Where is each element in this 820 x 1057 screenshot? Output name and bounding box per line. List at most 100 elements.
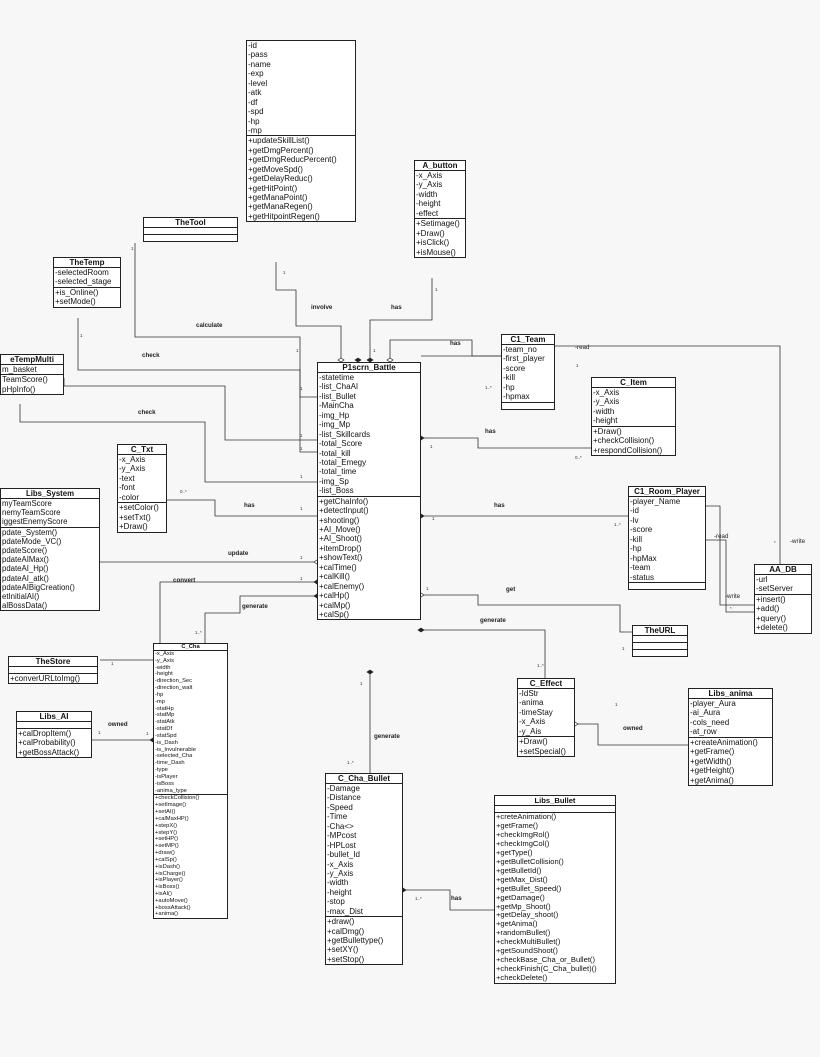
multiplicity-marker: 1..* [485, 385, 492, 390]
multiplicity-marker: 0..* [575, 455, 582, 460]
method: +creteAnimation() [496, 813, 557, 821]
attribute: -direction_walt [155, 685, 193, 692]
method: +setMP() [155, 843, 179, 850]
method: +Draw() [119, 522, 148, 532]
attribute: -statDf [155, 726, 173, 733]
method: alBossData() [2, 601, 48, 611]
attribute: -text [119, 473, 135, 483]
method: +AI_Shoot() [319, 534, 362, 544]
multiplicity-marker: * [774, 540, 776, 545]
method: pdateAI_Hp() [2, 564, 49, 574]
methods-compartment: +checkCollision()+setImage()+setAI()+cal… [154, 795, 227, 918]
relationship-label-generate2: generate [480, 617, 506, 624]
attribute: -mp [155, 698, 165, 705]
method: pdate_System() [2, 527, 58, 537]
methods-compartment: +is_Online()+setMode() [54, 288, 120, 307]
multiplicity-marker: 1 [300, 446, 303, 451]
attribute: -score [630, 525, 653, 535]
attribute: -time_Dash [155, 760, 185, 767]
class-name: Libs_AI [17, 712, 91, 722]
method: +randomBullet() [496, 929, 551, 938]
method: +getManaRegen() [248, 202, 313, 212]
room-db-line-2 [706, 539, 754, 613]
method: +getFrame() [496, 821, 538, 830]
relationship-label-write2: -write [725, 593, 741, 600]
attribute: -is_Dash [155, 739, 178, 746]
method: +isCharge() [155, 870, 186, 877]
attribute: -HPLost [327, 840, 356, 850]
method: +getBulletId() [496, 866, 542, 875]
method: +autoMove() [155, 897, 188, 904]
multiplicity-marker: 1 [430, 444, 433, 449]
method: +getBossAttack() [18, 747, 80, 757]
class-c-effect: C_Effect-IdStr-anima-timeStay-x_Axis-y_A… [517, 678, 575, 758]
relationship-label-convert: convert [173, 577, 196, 584]
method: +setAI() [155, 809, 176, 816]
multiplicity-marker: 1 [300, 474, 303, 479]
empty-compartment [629, 583, 705, 589]
attributes-compartment: -x_Axis-y_Axis-text-font-color [118, 455, 166, 504]
attribute: -player_Aura [690, 699, 736, 708]
method: +is_Online() [55, 287, 99, 297]
method: +getAnima() [496, 920, 538, 929]
attribute: -player_Name [630, 497, 681, 506]
relationship-label-read1: -read [575, 344, 590, 351]
multiplicity-marker: 1 [615, 702, 618, 707]
attribute: -color [119, 492, 140, 502]
empty-compartment [633, 636, 687, 642]
attribute: -y_Axis [119, 464, 146, 474]
attributes-compartment: -selectedRoom-selected_stage [54, 268, 120, 288]
relationship-label-check1: check [142, 352, 160, 359]
attribute: -kill [503, 373, 515, 383]
methods-compartment [502, 403, 554, 409]
methods-compartment: +updateSkillList()+getDmgPercent()+getDm… [247, 136, 355, 221]
attributes-compartment [9, 667, 97, 674]
attribute: -list_Bullet [319, 391, 356, 401]
method: +shooting() [319, 515, 360, 525]
method: +isBoss() [155, 884, 180, 891]
attributes-compartment [495, 806, 615, 813]
attribute: -bullet_Id [327, 850, 360, 860]
attribute: nemyTeamScore [2, 508, 61, 518]
multiplicity-marker: 1..* [500, 897, 507, 902]
association-end-diamond [366, 669, 374, 675]
method: +calHp() [319, 591, 350, 601]
methods-compartment: +getChaInfo()+detectInput()+shooting()+A… [318, 497, 420, 620]
attribute: -type [155, 767, 168, 774]
room-db-line [706, 505, 754, 606]
method: +setMode() [55, 297, 96, 307]
class-name: C1_Team [502, 335, 554, 345]
attribute: -y_Axis [327, 868, 354, 878]
class-name: C_Cha [154, 644, 227, 651]
methods-compartment: +createAnimation()+getFrame()+getWidth()… [689, 738, 772, 785]
attribute: -img_Mp [319, 420, 351, 430]
method: +isMouse() [416, 247, 456, 257]
method: +getMp_Shoot() [496, 902, 551, 911]
multiplicity-marker: 1 [80, 333, 83, 338]
method: +updateSkillList() [248, 136, 310, 146]
attribute: -team_no [503, 345, 537, 354]
relationship-label-involve: involve [311, 304, 333, 311]
method: +stepY() [155, 829, 178, 836]
attribute: -exp [248, 69, 264, 79]
attribute: -statSpd [155, 732, 177, 739]
multiplicity-marker: 1 [300, 386, 303, 391]
multiplicity-marker: 1 [296, 348, 299, 353]
relationship-label-generate3: generate [374, 733, 400, 740]
method: +isPlayer() [155, 877, 183, 884]
attribute: -hp [248, 116, 260, 126]
methods-compartment: +insert()+add()+query()+delete() [755, 595, 811, 633]
attribute: -statHp [155, 705, 174, 712]
method: +getHitpointRegen() [248, 211, 320, 221]
method: +calMaxHP() [155, 815, 189, 822]
multiplicity-marker: 1 [131, 246, 134, 251]
method: +getDmgPercent() [248, 145, 314, 155]
class-c-cha: C_Cha-x_Axis-y_Axis-width-height-directi… [153, 643, 228, 920]
attribute: -cols_need [690, 717, 730, 727]
attributes-compartment: -id-pass-name-exp-level-atk-df-spd-hp-mp [247, 41, 355, 137]
attributes-compartment [144, 228, 237, 235]
attribute: -kill [630, 534, 642, 544]
txt-line-2 [167, 499, 317, 517]
methods-compartment: +Setimage()+Draw()+isClick()+isMouse() [415, 219, 465, 257]
